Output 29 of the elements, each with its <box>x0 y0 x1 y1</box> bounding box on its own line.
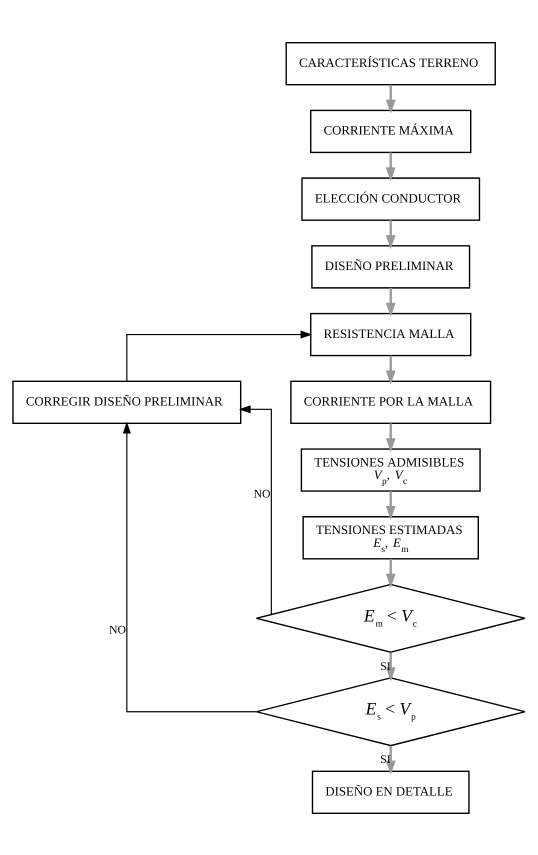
node-box: CORRIENTE MÁXIMA <box>310 109 472 153</box>
edge-label: SI <box>380 659 391 672</box>
edge-label: SI <box>380 752 391 766</box>
node-box: DISEÑO EN DETALLE <box>312 770 470 814</box>
node-box: CARACTERÍSTICAS TERRENO <box>286 41 496 85</box>
node-box: RESISTENCIA MALLA <box>310 312 472 356</box>
edge-label: NO <box>254 487 270 500</box>
arrow <box>386 490 396 520</box>
node-box: CORRIENTE POR LA MALLA <box>290 380 492 424</box>
node-box: ELECCIÓN CONDUCTOR <box>301 176 480 220</box>
edge-label: NO <box>109 622 126 636</box>
arrow <box>386 220 396 249</box>
arrow <box>238 404 272 614</box>
arrow <box>386 652 396 681</box>
arrow <box>386 287 396 316</box>
arrow <box>386 745 396 774</box>
node-box: DISEÑO PRELIMINAR <box>311 244 470 288</box>
node-box: TENSIONES ESTIMADAS E$_{s}$, E$_{m}$ <box>302 516 479 559</box>
arrow <box>122 421 256 712</box>
arrow <box>386 355 396 384</box>
node-box: CORREGIR DISEÑO PRELIMINAR <box>12 380 242 424</box>
arrow <box>126 330 312 381</box>
arrow <box>386 84 396 114</box>
node-diamond: E$_{s}$ < V$_{p}$ <box>256 676 526 746</box>
node-diamond: E$_{m}$ < V$_{c}$ <box>256 583 526 652</box>
arrow <box>386 558 396 588</box>
node-box: TENSIONES ADMISIBLES V$_{p}$, V$_{c}$ <box>300 448 481 492</box>
arrow <box>386 152 396 181</box>
arrow <box>386 422 396 452</box>
